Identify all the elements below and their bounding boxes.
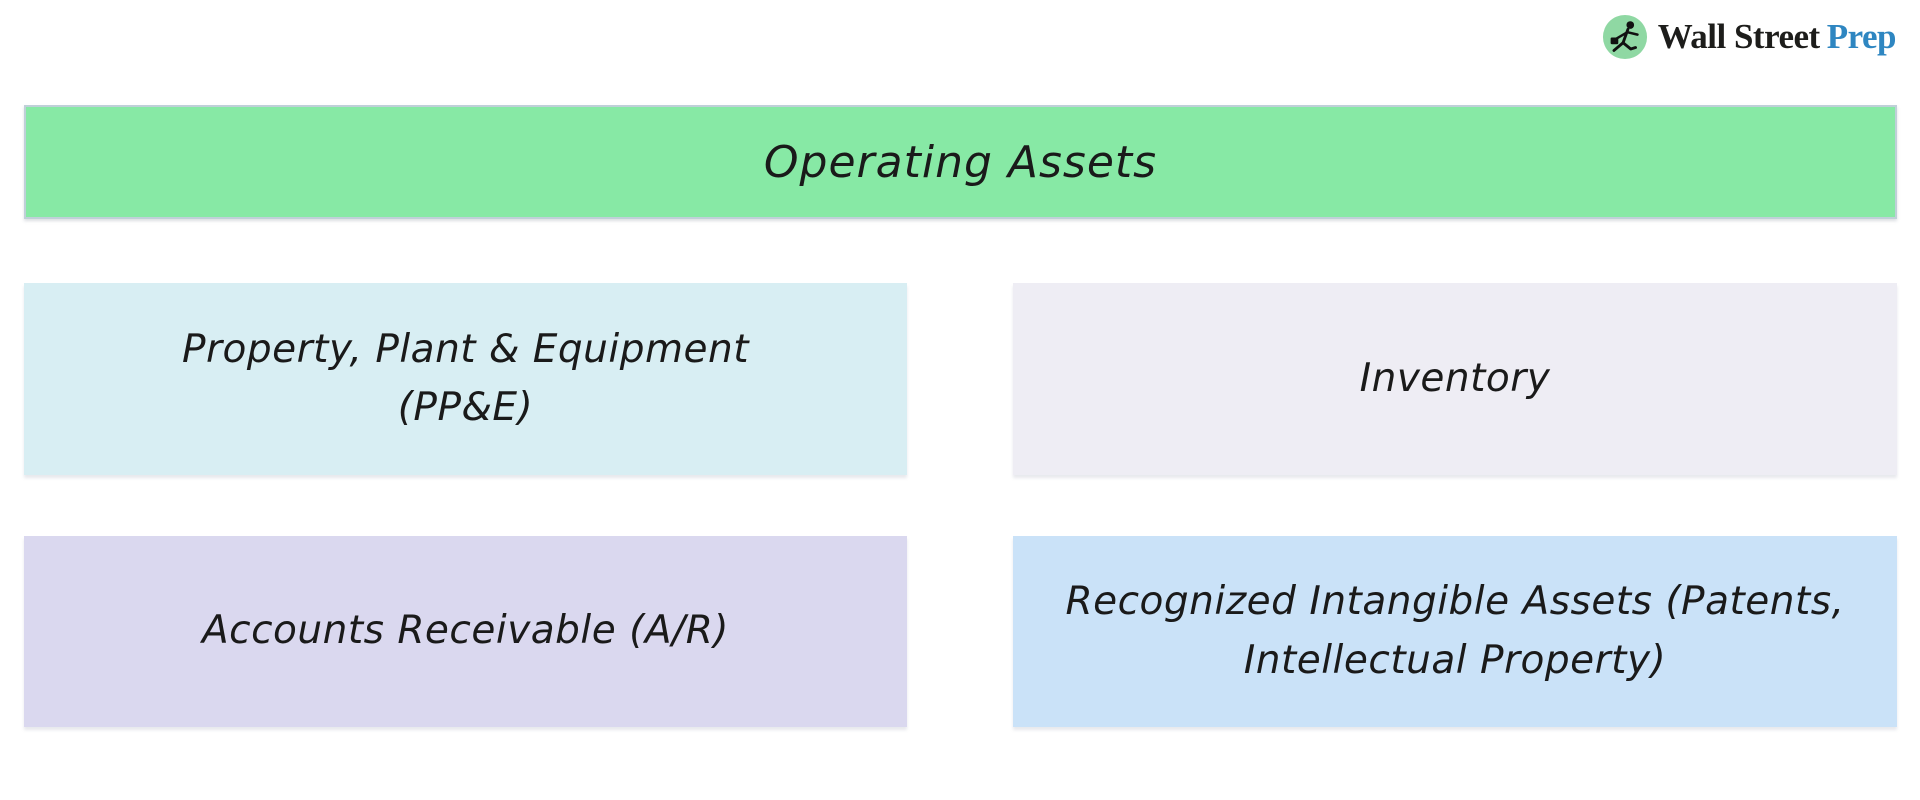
brand-wordmark-wallstreet: Wall Street xyxy=(1657,17,1821,56)
running-figure-icon xyxy=(1602,14,1647,60)
box-recognized-intangible-assets: Recognized Intangible Assets (Patents, I… xyxy=(1013,536,1897,727)
box-accounts-receivable: Accounts Receivable (A/R) xyxy=(24,536,907,727)
operating-assets-banner: Operating Assets xyxy=(24,105,1897,219)
box-property-plant-equipment: Property, Plant & Equipment (PP&E) xyxy=(24,283,907,475)
brand-wordmark-prep: Prep xyxy=(1826,17,1897,56)
box-inventory: Inventory xyxy=(1013,283,1897,475)
